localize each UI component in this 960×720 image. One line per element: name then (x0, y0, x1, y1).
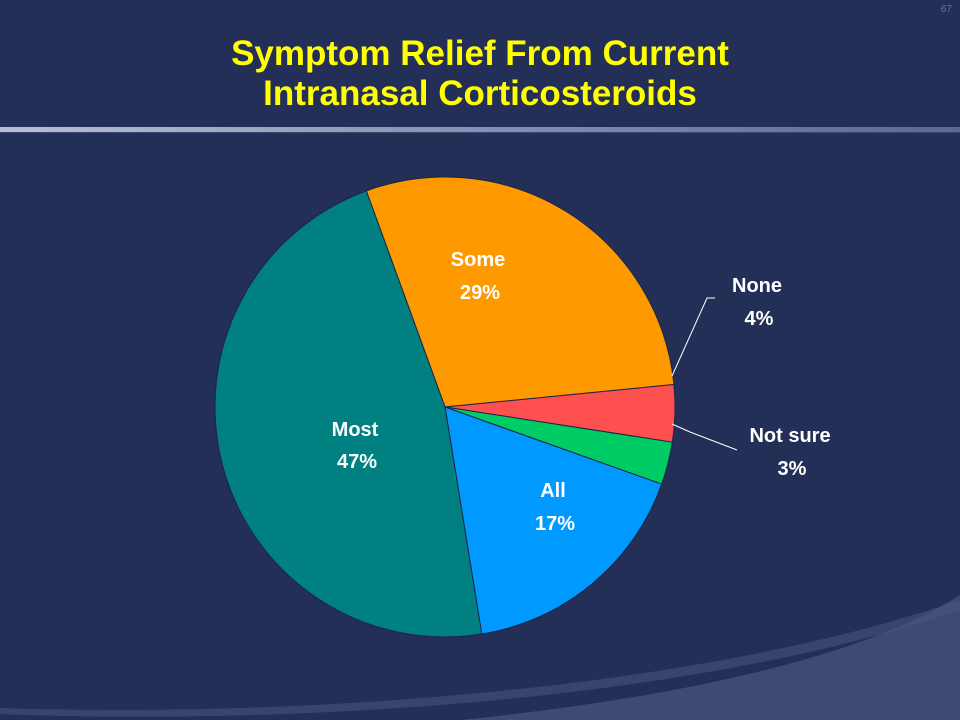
title-divider (0, 127, 960, 132)
slide-title: Symptom Relief From Current Intranasal C… (0, 34, 960, 114)
pie-slice-all (444, 406, 663, 635)
leader-lines (671, 297, 738, 451)
slice-value-some: 29% (460, 282, 500, 304)
slice-label-none: None (732, 275, 782, 297)
slice-value-all: 17% (535, 513, 575, 535)
title-line-1: Symptom Relief From Current (231, 34, 729, 73)
slice-value-not-sure: 3% (778, 458, 807, 480)
title-line-2: Intranasal Corticosteroids (263, 74, 697, 113)
slice-value-none: 4% (745, 308, 774, 330)
page-number: 67 (940, 4, 952, 15)
slice-value-most: 47% (337, 451, 377, 473)
bottom-right-swoosh (460, 595, 960, 720)
slice-label-all: All (540, 480, 566, 502)
slice-labels: Some 29% None 4% Not sure 3% All 17% Most 47% (332, 249, 831, 535)
pie-slice-some (365, 176, 675, 408)
pie-slices (214, 176, 676, 638)
title-divider-shadow (0, 132, 960, 133)
slice-label-most: Most (332, 419, 379, 441)
pie-slice-most (214, 190, 483, 638)
bottom-swoosh-highlight (0, 600, 960, 717)
slice-label-not-sure: Not sure (749, 425, 830, 447)
leader-line-none (671, 297, 715, 377)
slice-label-some: Some (451, 249, 505, 271)
leader-line-not-sure (671, 423, 738, 451)
